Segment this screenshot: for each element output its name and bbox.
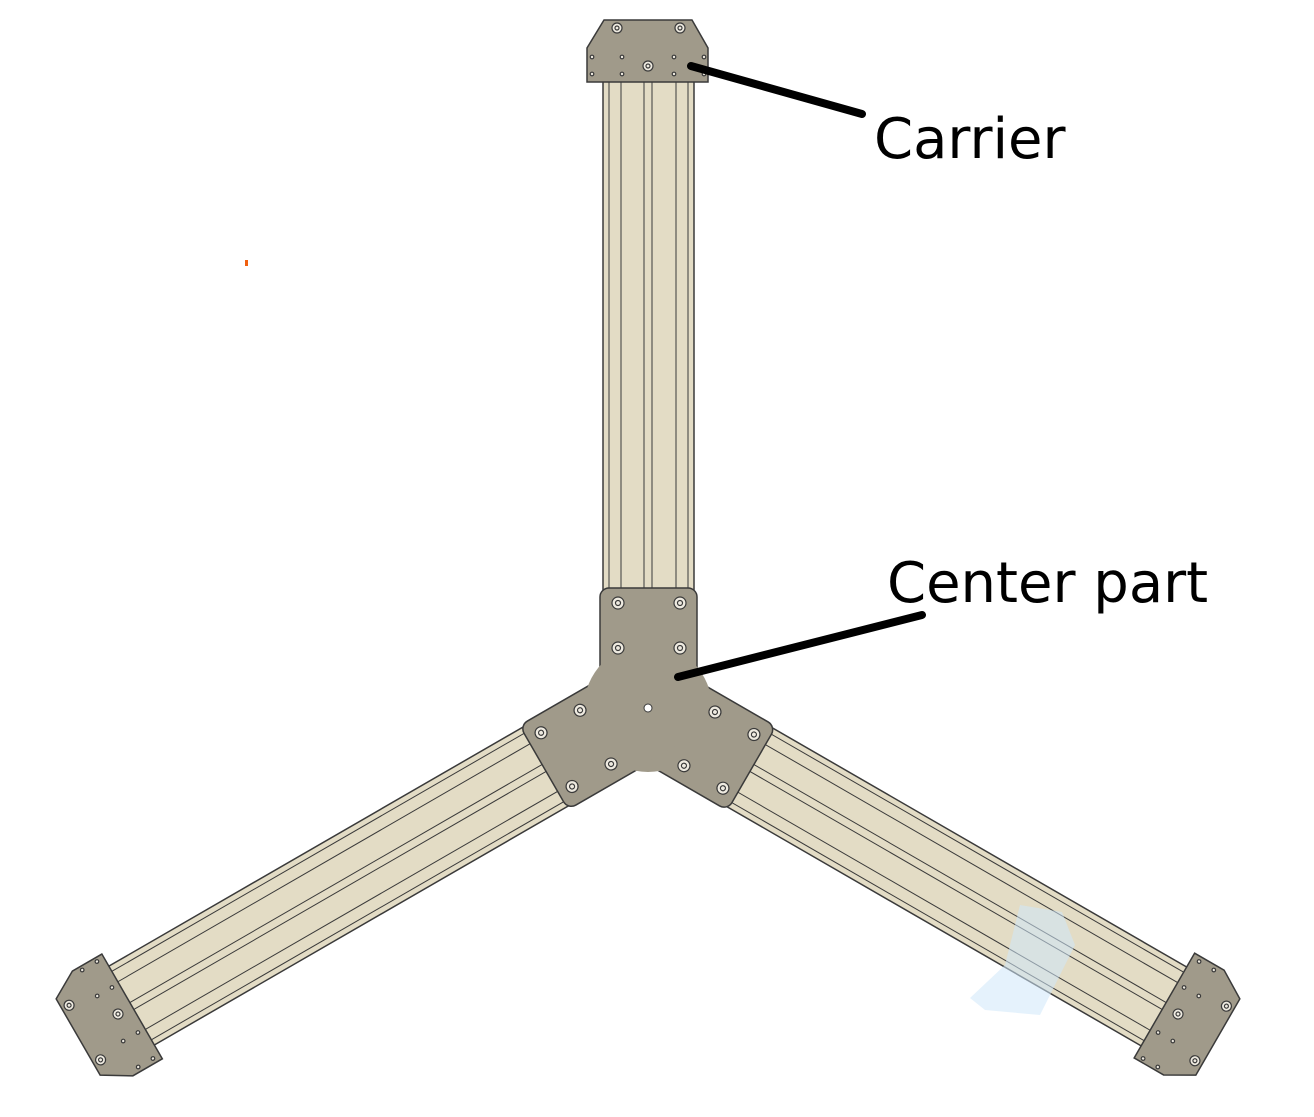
highlight-shape <box>970 905 1075 1015</box>
arm-top <box>586 19 709 621</box>
marker-dot <box>245 260 248 266</box>
center-part <box>518 587 777 812</box>
center-part-label: Center part <box>887 551 1209 616</box>
center-part-leader-line <box>674 611 926 681</box>
carrier-label: Carrier <box>874 107 1066 172</box>
carrier-leader-line <box>687 62 866 118</box>
